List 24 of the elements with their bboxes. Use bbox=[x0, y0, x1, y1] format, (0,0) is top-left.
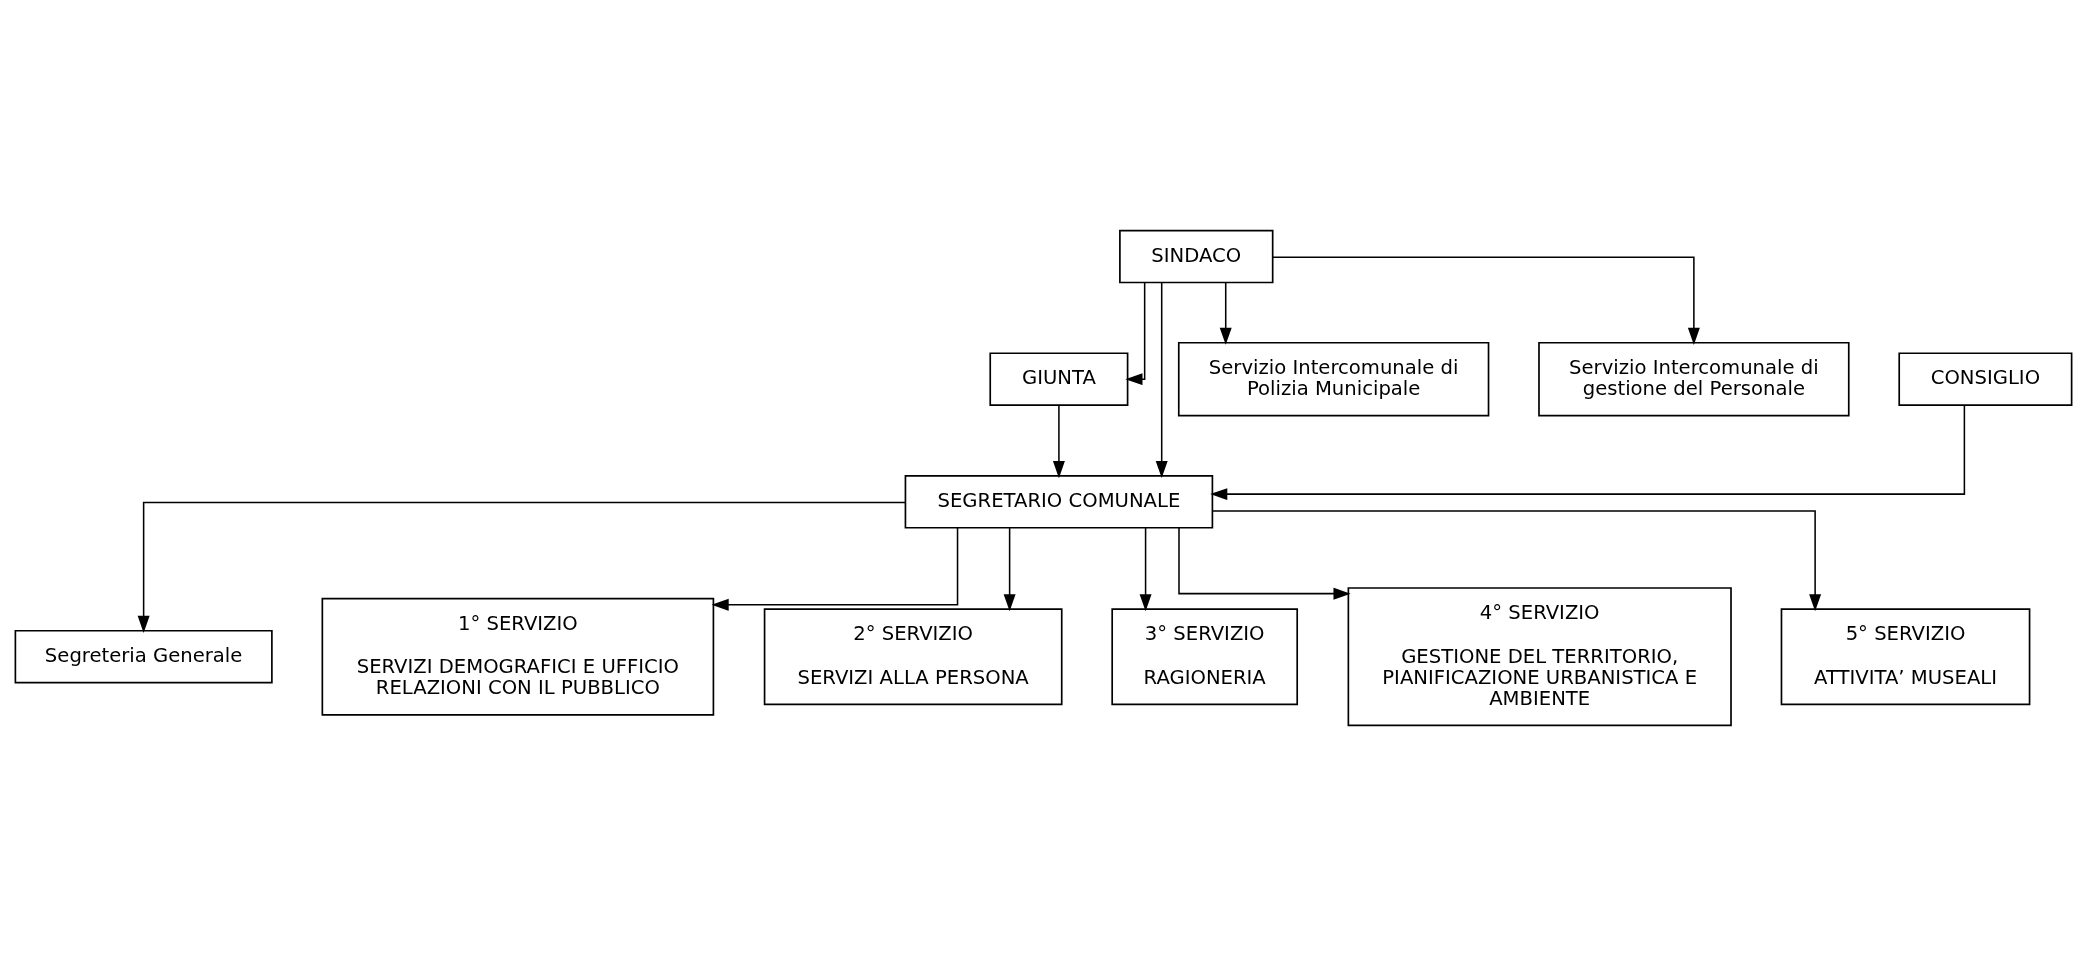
arrow bbox=[711, 527, 959, 611]
node-box: CONSIGLIO bbox=[1898, 352, 2073, 406]
arrow bbox=[1178, 527, 1351, 600]
arrow bbox=[1272, 256, 1700, 345]
node-box: 1° SERVIZIO SERVIZI DEMOGRAFICI E UFFICIO RELAZIONI CON IL PUBBLICO bbox=[321, 597, 715, 716]
node-box: GIUNTA bbox=[989, 352, 1129, 406]
arrow bbox=[1219, 281, 1232, 345]
node-box: Segreteria Generale bbox=[14, 629, 273, 684]
node-box: SEGRETARIO COMUNALE bbox=[904, 475, 1214, 529]
arrow bbox=[1210, 404, 1966, 501]
arrow bbox=[137, 501, 906, 633]
arrow bbox=[1211, 510, 1822, 612]
node-box: 3° SERVIZIO RAGIONERIA bbox=[1111, 608, 1299, 706]
node-box: Servizio Intercomunale di gestione del Personale bbox=[1538, 341, 1850, 417]
node-box: 4° SERVIZIO GESTIONE DEL TERRITORIO, PIANIFICAZIONE URBANISTICA E AMBIENTE bbox=[1347, 587, 1732, 727]
node-box: SINDACO bbox=[1119, 229, 1274, 284]
arrow bbox=[1125, 281, 1146, 386]
node-box: 2° SERVIZIO SERVIZI ALLA PERSONA bbox=[763, 608, 1063, 706]
arrow bbox=[1139, 527, 1152, 612]
node-box: 5° SERVIZIO ATTIVITA’ MUSEALI bbox=[1780, 608, 2031, 706]
arrow bbox=[1003, 527, 1016, 612]
arrow bbox=[1052, 404, 1065, 479]
node-box: Servizio Intercomunale di Polizia Municipale bbox=[1177, 341, 1490, 417]
arrow bbox=[1155, 282, 1168, 479]
